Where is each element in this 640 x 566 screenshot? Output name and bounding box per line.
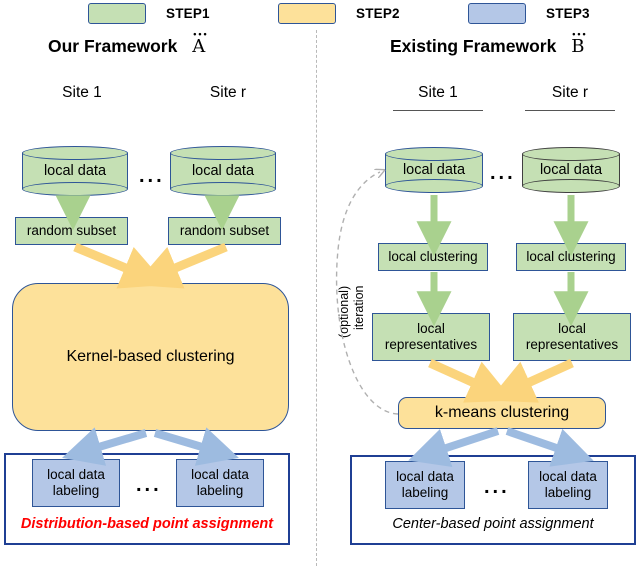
- legend-swatch-step1: [88, 2, 146, 24]
- right-arrow-central-to-labeling-1: [408, 427, 500, 468]
- left-assignment-caption: Distribution-based point assignment: [20, 516, 274, 532]
- right-local-clustering-label-1: local clustering: [388, 249, 478, 265]
- left-local-data-labeling-box-1: local data labeling: [32, 459, 120, 507]
- left-local-data-labeling-label-1: local data labeling: [47, 466, 105, 498]
- left-framework-title: Our Framework ••• A: [48, 30, 207, 58]
- right-local-data-cylinder-1: local data: [385, 147, 483, 193]
- legend-swatch-step3: [468, 2, 526, 24]
- right-title-dots-icon: •••: [572, 29, 588, 39]
- cylinder-top: [522, 147, 620, 161]
- cylinder-bottom: [385, 179, 483, 193]
- left-data-ellipsis: ...: [139, 165, 165, 187]
- left-central-process-box: Kernel-based clustering: [12, 283, 289, 431]
- left-local-data-cylinder-2: local data: [170, 146, 276, 196]
- left-local-data-labeling-box-2: local data labeling: [176, 459, 264, 507]
- right-site-rule-1: [393, 110, 483, 111]
- right-framework-title-text: Existing Framework: [390, 36, 557, 56]
- legend: STEP1 STEP2 STEP3: [0, 0, 640, 26]
- cylinder-top: [22, 146, 128, 160]
- left-local-data-labeling-label-2: local data labeling: [191, 466, 249, 498]
- right-local-data-cylinder-2: local data: [522, 147, 620, 193]
- legend-label-step1: STEP1: [166, 5, 210, 21]
- legend-item-step2: STEP2: [278, 2, 400, 24]
- legend-item-step1: STEP1: [88, 2, 210, 24]
- left-labeling-ellipsis: ...: [136, 474, 162, 496]
- right-site-label-1: Site 1: [418, 84, 458, 101]
- cylinder-top: [170, 146, 276, 160]
- right-local-data-labeling-box-2: local data labeling: [528, 461, 608, 509]
- left-arrow-central-to-labeling-1: [62, 427, 148, 466]
- right-arrow-central-to-labeling-2: [505, 427, 594, 467]
- left-framework-title-text: Our Framework: [48, 36, 178, 56]
- left-local-data-label-2: local data: [191, 163, 255, 179]
- left-arrow-central-to-labeling-2: [153, 427, 239, 466]
- right-arrow-representatives-to-central-1: [428, 358, 514, 403]
- left-title-dots-icon: •••: [193, 29, 209, 39]
- right-local-data-labeling-label-2: local data labeling: [539, 468, 597, 500]
- right-framework-symbol: B: [571, 36, 585, 57]
- left-site-label-1: Site 1: [62, 84, 102, 101]
- cylinder-top: [385, 147, 483, 161]
- right-site-rule-2: [525, 110, 615, 111]
- right-local-data-labeling-label-1: local data labeling: [396, 468, 454, 500]
- right-site-label-2: Site r: [551, 84, 589, 101]
- right-local-clustering-label-2: local clustering: [526, 249, 616, 265]
- left-local-data-cylinder-1: local data: [22, 146, 128, 196]
- left-random-subset-label-1: random subset: [26, 223, 117, 239]
- legend-item-step3: STEP3: [468, 2, 590, 24]
- cylinder-bottom: [522, 179, 620, 193]
- right-arrow-representatives-to-central-2: [488, 358, 574, 403]
- right-labeling-ellipsis: ...: [484, 476, 510, 498]
- left-site-label-2: Site r: [209, 84, 247, 101]
- right-framework-title: Existing Framework ••• B: [390, 30, 586, 58]
- left-random-subset-box-2: random subset: [168, 217, 281, 245]
- legend-label-step3: STEP3: [546, 5, 590, 21]
- left-arrow-subset-to-central-2: [134, 242, 228, 289]
- right-assignment-caption: Center-based point assignment: [392, 516, 594, 532]
- left-framework-symbol: A: [192, 36, 206, 57]
- left-arrow-subset-to-central-1: [73, 242, 167, 289]
- right-data-ellipsis: ...: [490, 162, 516, 184]
- right-central-process-label: k-means clustering: [434, 404, 570, 421]
- left-random-subset-label-2: random subset: [179, 223, 270, 239]
- right-local-data-label-2: local data: [539, 162, 603, 178]
- iteration-feedback-arrow: [335, 172, 399, 415]
- panel-divider: [316, 30, 317, 566]
- left-local-data-label-1: local data: [43, 163, 107, 179]
- right-local-data-labeling-box-1: local data labeling: [385, 461, 465, 509]
- right-local-data-label-1: local data: [402, 162, 466, 178]
- legend-label-step2: STEP2: [356, 5, 400, 21]
- left-central-process-label: Kernel-based clustering: [66, 348, 235, 365]
- legend-swatch-step2: [278, 2, 336, 24]
